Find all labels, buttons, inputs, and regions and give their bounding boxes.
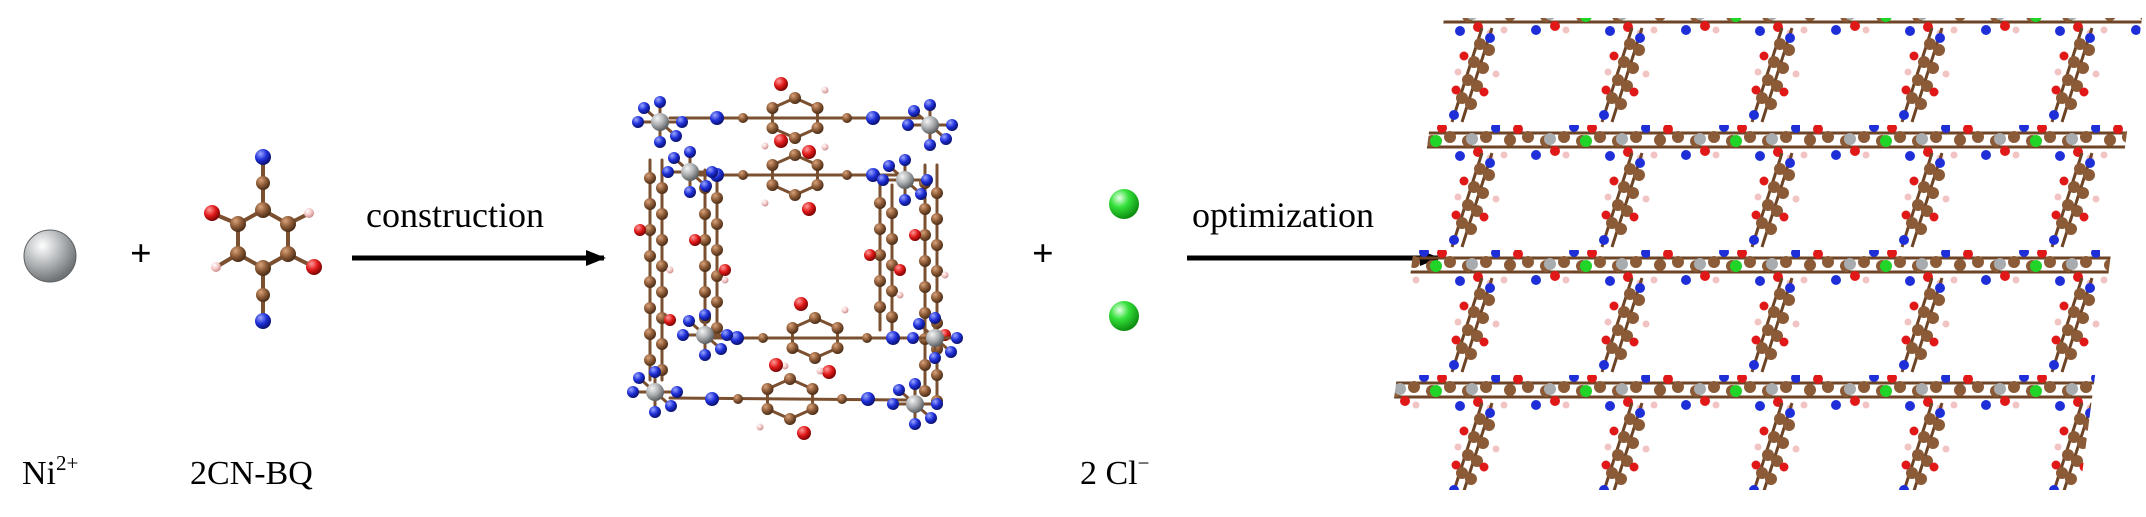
chloride-ion-icon — [1109, 301, 1139, 331]
nickel-atom-icon — [23, 229, 77, 283]
nickel-symbol: Ni — [22, 455, 56, 492]
ligand-2cn-bq-molecule — [204, 149, 322, 329]
chloride-symbol: 2 Cl — [1080, 455, 1138, 492]
chloride-charge: − — [1137, 451, 1150, 475]
nickel-charge: 2+ — [56, 451, 79, 475]
construction-label: construction — [366, 195, 544, 235]
ligand-label: 2CN-BQ — [190, 455, 313, 492]
nickel-ion-label: Ni2+ — [22, 453, 78, 493]
optimization-label: optimization — [1192, 195, 1374, 235]
molecular-cage-structure — [627, 77, 963, 440]
chloride-label: 2 Cl− — [1080, 453, 1149, 493]
plus-sign: + — [1032, 233, 1054, 275]
optimized-framework-structure — [1382, 18, 2142, 490]
plus-sign: + — [130, 233, 152, 275]
chloride-ion-icon — [1109, 189, 1139, 219]
